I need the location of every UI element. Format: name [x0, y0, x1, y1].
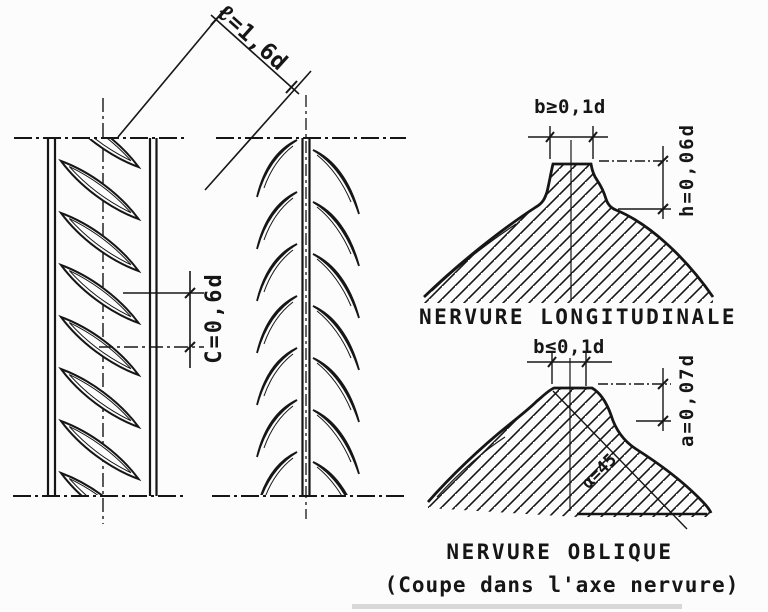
- dimension-ticks: [547, 356, 591, 368]
- section-caption: NERVURE LONGITUDINALE: [419, 305, 737, 329]
- dimension-ticks: [184, 287, 196, 353]
- rib-width-label: b≥0,1d: [534, 96, 606, 118]
- longitudinal-rib-edges: [46, 138, 158, 496]
- oblique-axis-line: [552, 390, 688, 530]
- inner-contour-line: [431, 223, 517, 292]
- dimension-rib-width-top: b≥0,1d: [528, 96, 608, 159]
- extension-line-left: [117, 9, 225, 138]
- dimension-rib-height: h=0,06d: [599, 123, 698, 219]
- section-caption: NERVURE OBLIQUE: [446, 540, 673, 564]
- elevation-bar-side-view: [212, 95, 406, 519]
- oblique-ribs-group: [55, 139, 144, 495]
- dimension-ticks: [210, 12, 298, 94]
- dimension-rib-width-bottom: b≤0,1d: [527, 336, 612, 386]
- extension-lines: [549, 126, 594, 159]
- rib-height-label: h=0,06d: [676, 123, 698, 217]
- dimension-ticks: [657, 378, 669, 427]
- section-outline: [423, 162, 715, 299]
- inner-contour-line: [436, 436, 506, 498]
- dimension-ticks: [657, 155, 669, 215]
- section-oblique: b≤0,1d a=0,07d α=45 NERVURE OBLIQUE (Cou…: [385, 336, 740, 597]
- section-hatching: [424, 164, 713, 303]
- extension-lines: [551, 352, 587, 386]
- dimension-rib-spacing: C=0,6d: [123, 271, 227, 368]
- longitudinal-rib-edge-on: [301, 138, 311, 496]
- section-longitudinal: b≥0,1d h=0,06d NERVURE LONGITUDINALE: [419, 96, 737, 329]
- scan-artifact-strip: [352, 604, 682, 609]
- section-outline: [426, 386, 713, 514]
- rib-spacing-label: C=0,6d: [202, 272, 227, 363]
- rib-width-label: b≤0,1d: [533, 336, 605, 358]
- rib-length-label: ℓ=1,6d: [211, 0, 292, 76]
- dimension-line: [210, 14, 300, 95]
- dimension-rib-length: ℓ=1,6d: [117, 0, 312, 191]
- elevation-bar-front-view: [13, 98, 204, 524]
- crescent-ribs-group: [256, 139, 360, 495]
- section-caption-note: (Coupe dans l'axe nervure): [385, 573, 740, 597]
- dimension-ticks: [545, 131, 598, 143]
- extension-line-right: [204, 70, 312, 191]
- rib-height-label: a=0,07d: [676, 353, 698, 447]
- dimension-rib-height-a: a=0,07d: [598, 353, 698, 447]
